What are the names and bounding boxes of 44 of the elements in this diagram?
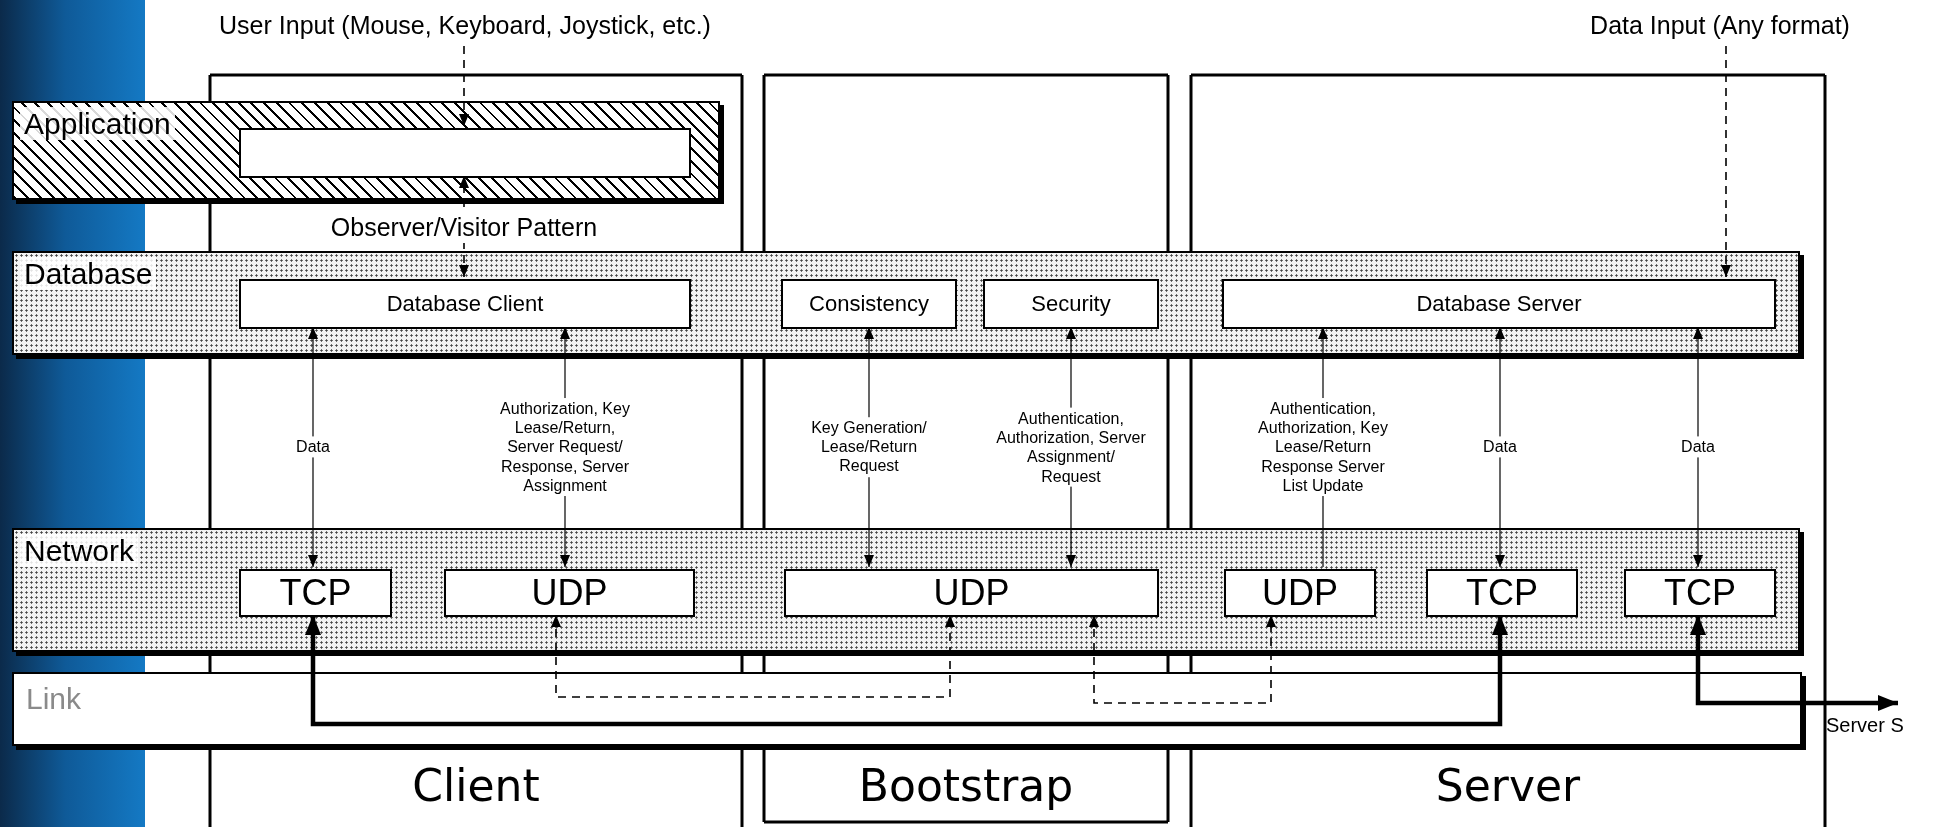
node-label: TCP bbox=[279, 573, 352, 613]
node-label: Network bbox=[20, 534, 139, 567]
arrow bbox=[305, 615, 1508, 727]
edge-label: Data bbox=[1481, 436, 1519, 458]
node-label: Server S bbox=[1826, 714, 1904, 736]
node-label: TCP bbox=[1466, 573, 1538, 613]
edge-label: Data bbox=[294, 436, 332, 458]
component-box bbox=[239, 569, 392, 617]
layer-label: Link bbox=[26, 682, 82, 715]
arrow bbox=[459, 45, 469, 127]
arrow bbox=[1693, 326, 1703, 568]
node-label: Consistency bbox=[809, 291, 929, 317]
component-box bbox=[444, 569, 695, 617]
node-label: Database bbox=[20, 257, 157, 290]
component-box bbox=[781, 279, 957, 329]
component-box bbox=[1624, 569, 1776, 617]
edge-label: Authentication, Authorization, Server Assignment/ Request bbox=[994, 407, 1148, 487]
node-label: TCP bbox=[1664, 573, 1736, 613]
node-label: UDP bbox=[933, 573, 1010, 613]
component-box bbox=[239, 279, 691, 329]
component-box bbox=[784, 569, 1159, 617]
component-box bbox=[239, 128, 691, 178]
arrow bbox=[1721, 45, 1731, 278]
node-label: Database Server bbox=[1416, 291, 1582, 317]
arrow bbox=[308, 326, 318, 568]
arrow bbox=[1089, 614, 1276, 704]
node-label: UDP bbox=[1262, 573, 1338, 613]
component-box bbox=[983, 279, 1159, 329]
edge-label: Data bbox=[1679, 436, 1717, 458]
node-label: Application bbox=[20, 107, 175, 140]
arrow bbox=[551, 614, 955, 698]
arrow bbox=[1495, 326, 1505, 568]
node-label: User Input (Mouse, Keyboard, Joystick, etc.) bbox=[219, 12, 711, 40]
component-box bbox=[1224, 569, 1376, 617]
node-label: Database Client bbox=[386, 291, 544, 317]
component-box bbox=[1222, 279, 1776, 329]
arrow bbox=[1690, 615, 1898, 711]
column-label: Bootstrap bbox=[858, 762, 1074, 811]
node-label: UDP bbox=[531, 573, 608, 613]
node-label: Security bbox=[1031, 291, 1111, 317]
node-label: Data Input (Any format) bbox=[1590, 12, 1850, 40]
column-label: Client bbox=[412, 762, 540, 811]
column-label: Server bbox=[1435, 762, 1581, 811]
component-box bbox=[1426, 569, 1578, 617]
